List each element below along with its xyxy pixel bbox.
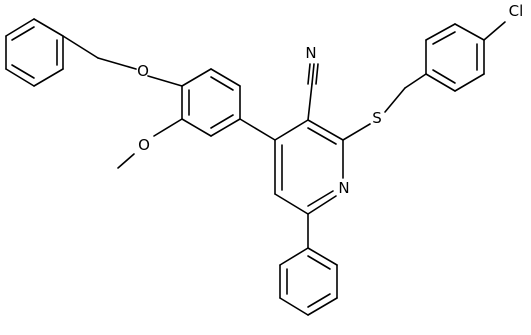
bond-c-s bbox=[342, 123, 371, 141]
nitrile-triple-1 bbox=[307, 63, 311, 85]
atom-oxygen-benzyloxy: O bbox=[137, 62, 149, 80]
atom-chlorine: Cl bbox=[509, 2, 524, 20]
benzyl-ring bbox=[5, 18, 64, 87]
bond-c-cn bbox=[307, 83, 313, 121]
chlorophenyl-ring bbox=[425, 23, 485, 92]
bond-ch2-ring bbox=[404, 73, 427, 89]
phenyl-ring-bottom bbox=[279, 247, 338, 316]
bond-aryl-ome bbox=[153, 118, 183, 137]
bond-o-ch3 bbox=[117, 153, 135, 169]
bond-ring-ch2 bbox=[62, 35, 99, 59]
methoxyphenyl-ring bbox=[181, 68, 241, 137]
bond-ring-cl bbox=[483, 21, 506, 41]
atom-oxygen-methoxy: O bbox=[138, 136, 150, 154]
atom-nitrogen-pyridine: N bbox=[338, 179, 349, 197]
bond-o-aryl bbox=[147, 75, 183, 87]
pyridine-ring bbox=[274, 119, 344, 215]
bond-s-ch2 bbox=[384, 87, 406, 113]
bond-aryl-pyridine bbox=[239, 118, 276, 141]
nitrile-triple-2 bbox=[311, 63, 315, 85]
nitrile-triple-3 bbox=[315, 63, 319, 85]
atom-sulfur: S bbox=[372, 109, 382, 127]
atom-nitrogen-nitrile: N bbox=[305, 44, 316, 62]
bond-ch2-o bbox=[97, 57, 137, 70]
